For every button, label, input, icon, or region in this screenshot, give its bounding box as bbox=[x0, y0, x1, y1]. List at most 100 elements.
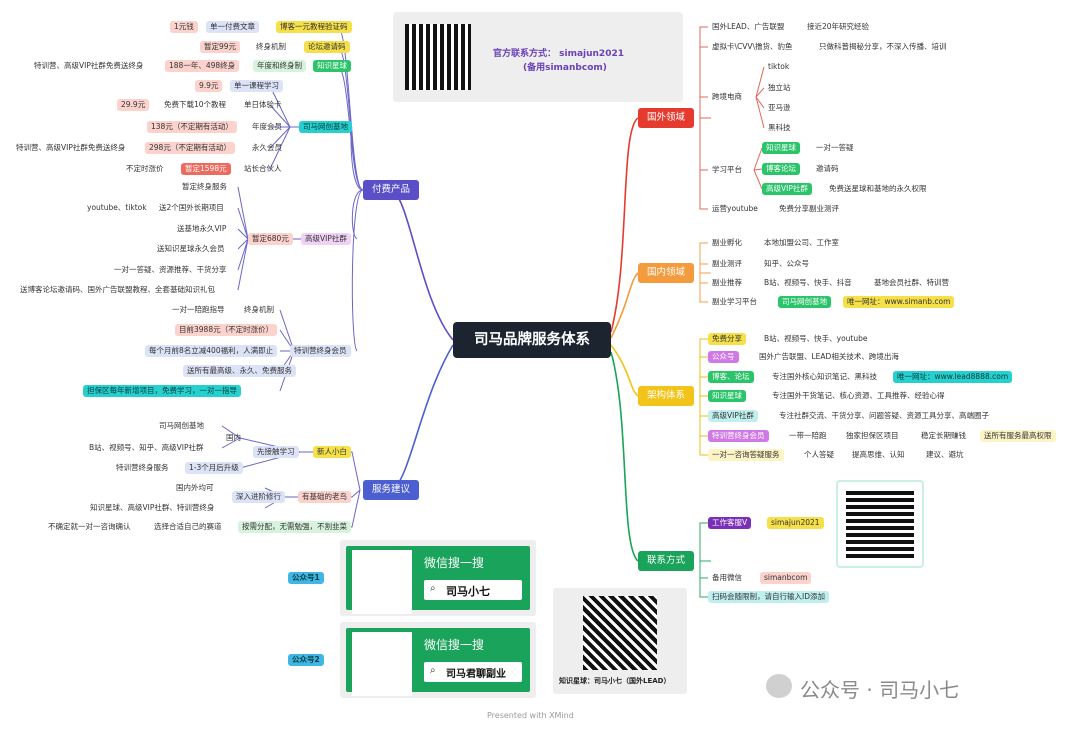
node-trial-card[interactable]: 单日体验卡 bbox=[244, 100, 282, 109]
node-review[interactable]: 副业测评 bbox=[712, 259, 742, 268]
ecom-item[interactable]: 亚马逊 bbox=[768, 103, 791, 112]
node-gzh[interactable]: 公众号 bbox=[708, 351, 739, 363]
node-planet[interactable]: 知识星球 bbox=[313, 60, 351, 72]
node-year-member[interactable]: 年度会员 bbox=[252, 122, 282, 131]
node-perm-member[interactable]: 永久会员 bbox=[252, 143, 282, 152]
node-distribute[interactable]: 按需分配，无需勉强，不割韭菜 bbox=[238, 521, 351, 533]
node-one-yuan[interactable]: 1元钱 bbox=[170, 21, 198, 33]
node-promo-d[interactable]: B站、视频号、快手、抖音 bbox=[764, 278, 852, 287]
vip-item[interactable]: 一对一答疑、资源推荐、干货分享 bbox=[114, 265, 227, 274]
node-p-forum[interactable]: 博客论坛 bbox=[762, 163, 800, 175]
camp-item[interactable]: 目前3988元（不定时涨价） bbox=[175, 324, 278, 336]
node-camp-d2[interactable]: 独家担保区项目 bbox=[846, 431, 899, 440]
advice-o2[interactable]: 知识星球、高级VIP社群、特训营终身 bbox=[90, 503, 215, 512]
search-box[interactable]: ⌕ 司马小七 bbox=[424, 580, 522, 600]
advice-o1[interactable]: 国内外均可 bbox=[176, 483, 214, 492]
node-partner-note[interactable]: 不定时涨价 bbox=[126, 164, 164, 173]
node-blog-trial[interactable]: 博客一元教程验证码 bbox=[276, 21, 352, 33]
node-camp-d4[interactable]: 送所有服务最高权限 bbox=[980, 430, 1056, 442]
node-wechat-id[interactable]: simajun2021 bbox=[767, 517, 824, 529]
camp-item[interactable]: 送所有最高级、永久、免费服务 bbox=[183, 365, 296, 377]
node-vcc[interactable]: 虚拟卡\CVV\撸货、豹鱼 bbox=[712, 42, 793, 51]
node-planet-mech[interactable]: 年度和终身制 bbox=[253, 60, 306, 72]
node-scan-note[interactable]: 扫码会随限制，请自行输入ID添加 bbox=[708, 591, 829, 603]
node-promo[interactable]: 副业推荐 bbox=[712, 278, 742, 287]
category-contact[interactable]: 联系方式 bbox=[638, 551, 694, 571]
camp-item[interactable]: 一对一陪跑指导 bbox=[172, 305, 225, 314]
node-arch-vip-d[interactable]: 专注社群交流、干货分享、问题答疑、资源工具分享、高端圈子 bbox=[779, 411, 989, 420]
node-gzh-d[interactable]: 国外广告联盟、LEAD相关技术、跨境出海 bbox=[759, 352, 899, 361]
node-arch-planet[interactable]: 知识星球 bbox=[708, 390, 746, 402]
node-review-d[interactable]: 知乎、公众号 bbox=[764, 259, 809, 268]
ecom-item[interactable]: 独立站 bbox=[768, 83, 791, 92]
node-domestic[interactable]: 国内 bbox=[226, 433, 241, 442]
node-perm-desc[interactable]: 特训营、高级VIP社群免费送终身 bbox=[16, 143, 126, 152]
node-unsure[interactable]: 不确定就一对一咨询确认 bbox=[48, 522, 131, 531]
advice-d1[interactable]: 司马网创基地 bbox=[159, 421, 204, 430]
node-p-planet[interactable]: 知识星球 bbox=[762, 142, 800, 154]
node-consult-d3[interactable]: 建议、避坑 bbox=[926, 450, 964, 459]
node-trial-desc[interactable]: 免费下载10个教程 bbox=[164, 100, 227, 109]
node-wechat[interactable]: 工作客服V bbox=[708, 517, 752, 529]
category-domestic[interactable]: 国内领域 bbox=[638, 263, 694, 283]
vip-item[interactable]: youtube、tiktok bbox=[87, 203, 147, 212]
vip-item[interactable]: 送2个国外长期项目 bbox=[159, 203, 224, 212]
node-newbie[interactable]: 新人小白 bbox=[313, 446, 351, 458]
ecom-item[interactable]: 黑科技 bbox=[768, 123, 791, 132]
category-architecture[interactable]: 架构体系 bbox=[638, 386, 694, 406]
node-single-article[interactable]: 单一付费文章 bbox=[206, 21, 259, 33]
node-youtube-d[interactable]: 免费分享副业测评 bbox=[779, 204, 839, 213]
node-course-price[interactable]: 9.9元 bbox=[195, 80, 223, 92]
node-ecom[interactable]: 跨境电商 bbox=[712, 92, 742, 101]
node-p-vip-d[interactable]: 免费送星球和基地的永久权限 bbox=[829, 184, 927, 193]
node-base[interactable]: 司马网创基地 bbox=[299, 121, 352, 133]
camp-item[interactable]: 终身机制 bbox=[244, 305, 274, 314]
node-camp-d1[interactable]: 一带一陪跑 bbox=[789, 431, 827, 440]
node-consult-d2[interactable]: 提高思维、认知 bbox=[852, 450, 905, 459]
vip-item[interactable]: 暂定终身服务 bbox=[182, 182, 227, 191]
node-backup-id[interactable]: simanbcom bbox=[760, 572, 812, 584]
vip-item[interactable]: 送博客论坛邀请码、国外广告联盟教程、全套基础知识礼包 bbox=[20, 285, 215, 294]
node-planet-price[interactable]: 188一年、498终身 bbox=[165, 60, 240, 72]
node-arch-planet-d[interactable]: 专注国外干货笔记、核心资源、工具推荐、经验心得 bbox=[772, 391, 945, 400]
node-p-forum-d[interactable]: 邀请码 bbox=[816, 164, 839, 173]
node-first-learn[interactable]: 先接触学习 bbox=[253, 446, 299, 458]
node-deep[interactable]: 深入进阶修行 bbox=[232, 491, 285, 503]
node-blog[interactable]: 博客、论坛 bbox=[708, 371, 754, 383]
node-camp-d3[interactable]: 稳定长期赚钱 bbox=[921, 431, 966, 440]
node-planet-desc[interactable]: 特训营、高级VIP社群免费送终身 bbox=[34, 61, 144, 70]
node-vip-price[interactable]: 暂定680元 bbox=[248, 233, 293, 245]
node-partner-price[interactable]: 暂定1598元 bbox=[181, 163, 231, 175]
category-service-advice[interactable]: 服务建议 bbox=[363, 480, 419, 500]
advice-d3-time[interactable]: 1-3个月后升级 bbox=[185, 462, 243, 474]
ecom-item[interactable]: tiktok bbox=[768, 62, 790, 71]
node-backup[interactable]: 备用微信 bbox=[712, 573, 742, 582]
node-lead[interactable]: 国外LEAD、广告联盟 bbox=[712, 22, 785, 31]
node-arch-camp[interactable]: 特训营终身会员 bbox=[708, 430, 769, 442]
node-vcc-desc[interactable]: 只做科普揭秘分享，不深入传播、培训 bbox=[819, 42, 947, 51]
search-box[interactable]: ⌕ 司马君聊副业 bbox=[424, 662, 522, 682]
node-old[interactable]: 有基础的老鸟 bbox=[298, 491, 351, 503]
camp-item[interactable]: 每个月前8名立减400福利，人满即止 bbox=[145, 345, 278, 357]
node-p-vip[interactable]: 高级VIP社群 bbox=[762, 183, 812, 195]
node-trial-price[interactable]: 29.9元 bbox=[117, 99, 150, 111]
node-blog-url[interactable]: 唯一网址：www.lead8888.com bbox=[893, 371, 1013, 383]
node-tmp99[interactable]: 暂定99元 bbox=[200, 41, 241, 53]
node-lead-exp[interactable]: 接近20年研究经验 bbox=[807, 22, 870, 31]
node-forum-code[interactable]: 论坛邀请码 bbox=[304, 41, 350, 53]
node-youtube[interactable]: 运营youtube bbox=[712, 204, 758, 213]
advice-d2[interactable]: B站、视频号、知乎、高级VIP社群 bbox=[89, 443, 204, 452]
gzh-card-1[interactable]: 微信搜一搜 ⌕ 司马小七 bbox=[340, 540, 536, 616]
node-platform[interactable]: 学习平台 bbox=[712, 165, 742, 174]
node-camp[interactable]: 特训营终身会员 bbox=[290, 345, 351, 357]
node-partner[interactable]: 站长合伙人 bbox=[244, 164, 282, 173]
gzh-card-2[interactable]: 微信搜一搜 ⌕ 司马君聊副业 bbox=[340, 622, 536, 698]
node-consult-d1[interactable]: 个人答疑 bbox=[804, 450, 834, 459]
node-learn-url[interactable]: 唯一网址：www.simanb.com bbox=[843, 296, 955, 308]
category-overseas[interactable]: 国外领域 bbox=[638, 108, 694, 128]
node-lifetime[interactable]: 终身机制 bbox=[256, 42, 286, 51]
node-vip[interactable]: 高级VIP社群 bbox=[301, 233, 351, 245]
node-learn-base[interactable]: 司马网创基地 bbox=[778, 296, 831, 308]
node-learn[interactable]: 副业学习平台 bbox=[712, 297, 757, 306]
node-choose[interactable]: 选择合适自己的赛道 bbox=[154, 522, 222, 531]
